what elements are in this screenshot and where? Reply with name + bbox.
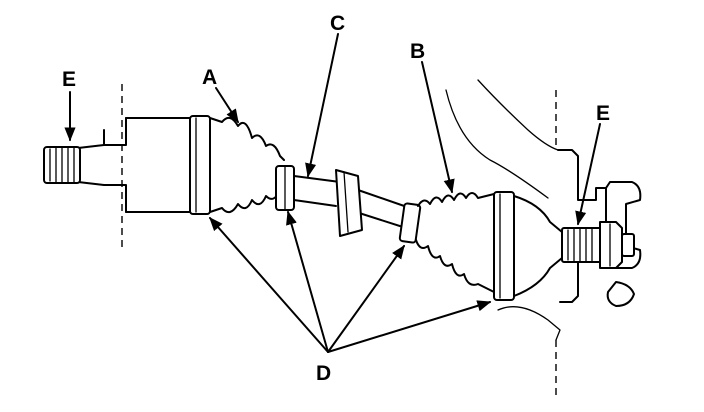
- leader-lines: [64, 33, 601, 353]
- inboard-joint-housing: [189, 115, 211, 215]
- leader-b: [421, 61, 455, 194]
- leader-a: [215, 87, 239, 124]
- callout-a: A: [202, 66, 217, 89]
- outboard-boot-band: [398, 202, 422, 244]
- callout-e-left: E: [62, 68, 76, 91]
- inboard-boot-band: [275, 165, 295, 211]
- outboard-spline-end: [561, 221, 635, 269]
- inboard-spline-end: [43, 144, 105, 186]
- leader-d-inboard-band: [286, 210, 329, 353]
- leader-d-housing: [209, 216, 329, 353]
- callout-b: B: [410, 40, 425, 63]
- leader-d-outboard-housing: [327, 300, 492, 353]
- inboard-boot: [209, 116, 285, 214]
- dynamic-damper: [335, 169, 363, 237]
- leader-c: [305, 33, 339, 178]
- driveshaft: [293, 175, 411, 229]
- outboard-boot: [415, 192, 495, 293]
- callout-c: C: [330, 12, 345, 35]
- callout-d: D: [316, 362, 331, 385]
- leader-e-right: [575, 123, 601, 226]
- leader-d-outboard-band: [327, 244, 405, 353]
- callout-e-right: E: [596, 102, 610, 125]
- transmission-housing: [103, 84, 191, 250]
- outboard-joint-housing: [493, 191, 563, 301]
